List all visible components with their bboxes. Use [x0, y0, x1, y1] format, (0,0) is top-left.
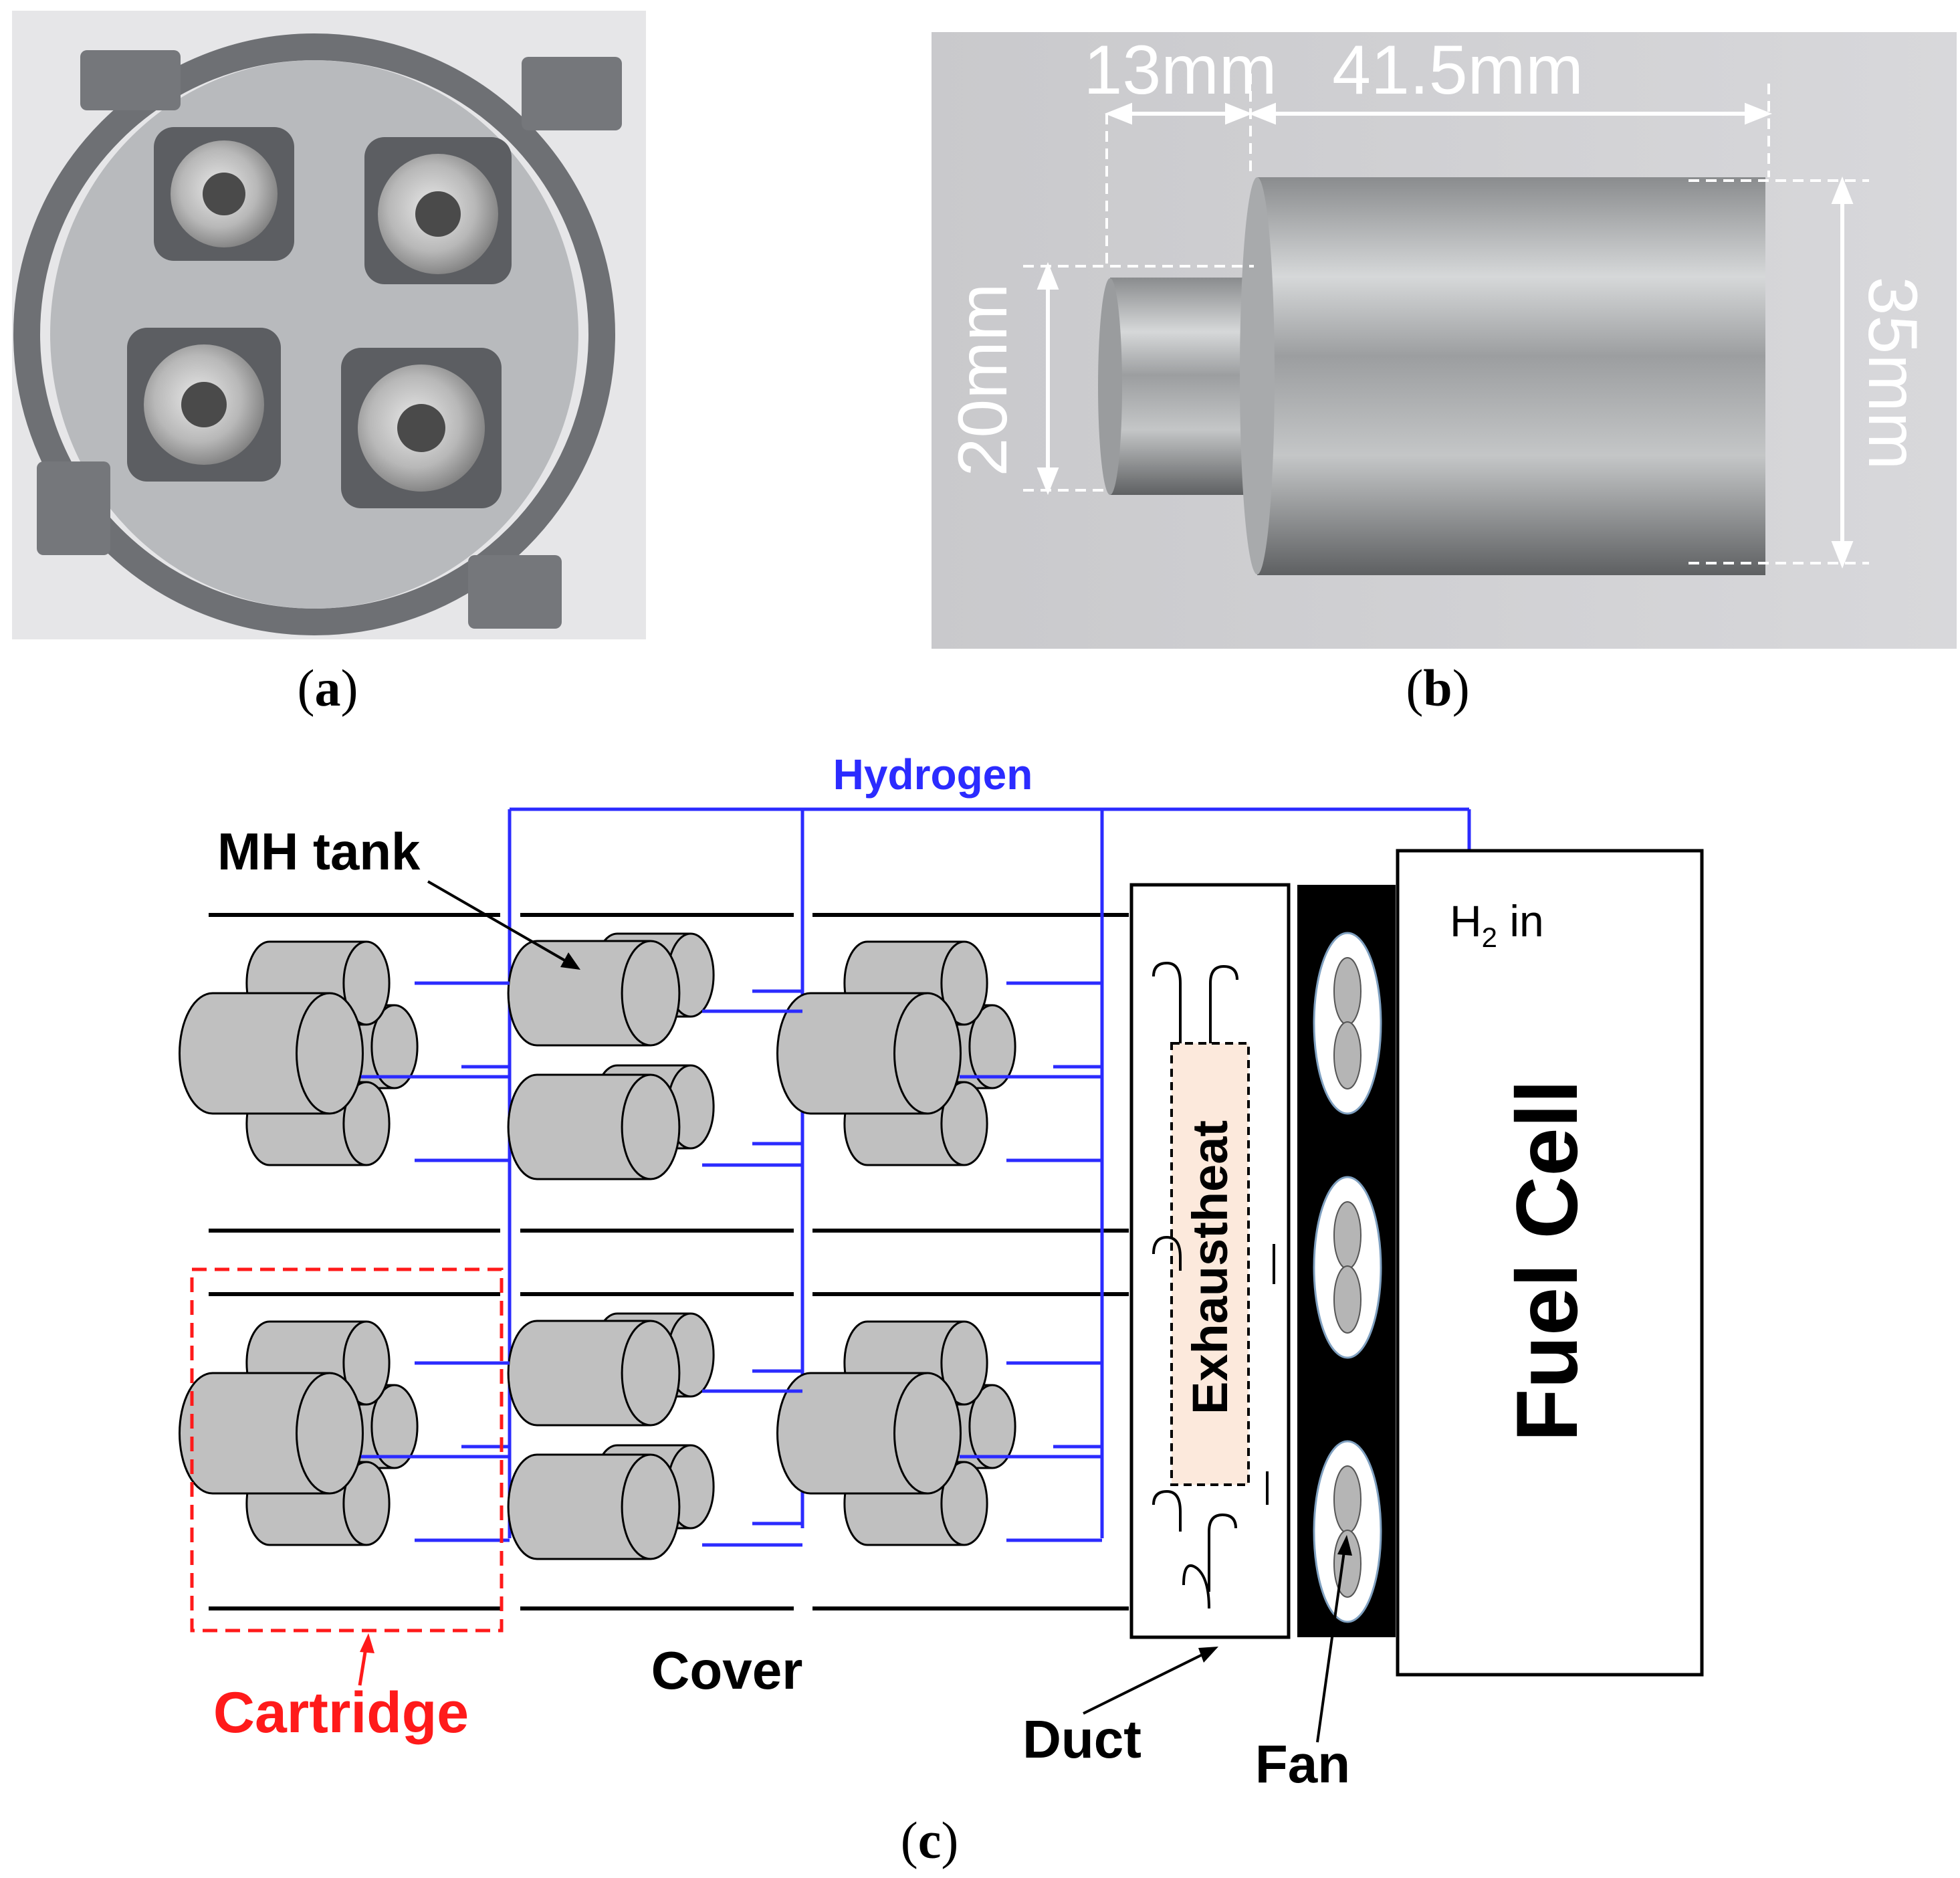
exhaust-heat-box: [1170, 1042, 1250, 1486]
tank-end-top-left: [154, 127, 294, 261]
fan-blade: [1333, 1265, 1362, 1334]
tank-body: [507, 1073, 651, 1180]
fans: [1313, 932, 1382, 1623]
system-diagram: Exhaustheat Fuel Cell H2 in Hydrogen MH …: [179, 750, 1704, 1794]
mh-tank-pointer: [427, 880, 568, 963]
bracket: [468, 555, 562, 629]
photo-a-cartridge: [12, 11, 646, 639]
fan-blade: [1333, 1465, 1362, 1534]
cartridge-arrow-head: [360, 1633, 374, 1653]
heat-curls: [1152, 961, 1275, 1609]
bracket: [522, 57, 622, 130]
caption-a: (a): [298, 659, 358, 717]
fan-label: Fan: [1255, 1734, 1350, 1794]
tank-body: [776, 992, 928, 1115]
duct-pointer: [1083, 1653, 1204, 1715]
tank-body: [776, 1372, 928, 1495]
fan-blade: [1333, 1021, 1362, 1089]
tank-body: [1257, 177, 1765, 575]
tank-end-cap: [342, 1320, 391, 1406]
tank-body: [179, 1372, 330, 1495]
mh-tank-label: MH tank: [217, 822, 421, 881]
tank-end-cap: [621, 940, 681, 1047]
fuel-cell: [1396, 849, 1704, 1677]
mh-tank: [776, 992, 962, 1115]
tank-end-cap: [940, 1461, 988, 1546]
hydrogen-branches: [361, 981, 1102, 1547]
tank-body: [507, 1320, 651, 1427]
tank-end-cap: [621, 1073, 681, 1180]
duct: [1129, 883, 1291, 1639]
dimension-arrows: [1037, 102, 1854, 569]
tank-end-top-right: [364, 137, 512, 284]
cover-lines: [209, 913, 1129, 1610]
cartridge-outline: [190, 1267, 504, 1633]
h2-in-label: H2 in: [1450, 896, 1544, 953]
mh-tank: [507, 1320, 681, 1427]
mh-tank: [507, 1073, 681, 1180]
dim-35mm: 35mm: [1854, 277, 1931, 470]
fan-pointer-head: [1337, 1535, 1352, 1556]
tank-end-cap: [621, 1453, 681, 1560]
tank-end-cap: [621, 1320, 681, 1427]
tank-end-cap: [342, 940, 391, 1026]
bracket: [37, 461, 110, 555]
dimension-guides: [1023, 74, 1869, 564]
tank-body: [507, 940, 651, 1047]
cover-label: Cover: [651, 1641, 803, 1700]
mh-tank: [776, 1372, 962, 1495]
caption-c: (c): [901, 1811, 959, 1869]
fan-blade: [1333, 957, 1362, 1025]
dim-20mm: 20mm: [944, 284, 1022, 477]
mh-tank: [507, 940, 681, 1047]
cartridge-label: Cartridge: [213, 1681, 469, 1745]
tank-end-cap: [370, 1384, 419, 1469]
mh-tank: [179, 1372, 364, 1495]
tank-end-bottom-left: [127, 328, 281, 482]
fan-blade: [1333, 1201, 1362, 1269]
tank-end-cap: [342, 1081, 391, 1166]
hydrogen-label: Hydrogen: [833, 750, 1033, 799]
dim-13mm: 13mm: [1084, 31, 1277, 109]
duct-label: Duct: [1022, 1709, 1141, 1769]
tank-end-cap: [342, 1461, 391, 1546]
tank-end-bottom-right: [341, 348, 502, 508]
tank-body: [179, 992, 330, 1115]
duct-pointer-head: [1198, 1647, 1218, 1663]
mh-tank-pointer-head: [560, 952, 580, 970]
tank-body: [507, 1453, 651, 1560]
tank-end-cap: [940, 1081, 988, 1166]
tank-end-cap: [940, 940, 988, 1026]
fuel-cell-label: Fuel Cell: [1498, 1079, 1596, 1442]
tank-end-cap: [968, 1384, 1016, 1469]
exhaust-heat-label: Exhaustheat: [1182, 1120, 1238, 1415]
mh-tank: [507, 1453, 681, 1560]
fan: [1313, 932, 1382, 1115]
tank-end-cap: [370, 1004, 419, 1089]
mh-tank: [179, 992, 364, 1115]
tank-end-cap: [893, 1372, 962, 1495]
photo-b-mh-tank: 13mm 41.5mm 20mm 35mm: [932, 31, 1957, 649]
fan: [1313, 1440, 1382, 1623]
tank-end-cap: [296, 992, 364, 1115]
tank-end-cap: [296, 1372, 364, 1495]
caption-b: (b): [1406, 659, 1469, 717]
hydrogen-manifold: [508, 807, 1471, 1538]
mh-tank-groups: [179, 932, 1016, 1560]
dim-41-5mm: 41.5mm: [1332, 31, 1584, 109]
fan-pointer: [1316, 1551, 1345, 1743]
tank-neck: [1110, 278, 1257, 495]
tank-end-cap: [940, 1320, 988, 1406]
bracket: [80, 50, 181, 110]
tank-end-cap: [968, 1004, 1016, 1089]
fan: [1313, 1176, 1382, 1359]
tank-end-cap: [893, 992, 962, 1115]
